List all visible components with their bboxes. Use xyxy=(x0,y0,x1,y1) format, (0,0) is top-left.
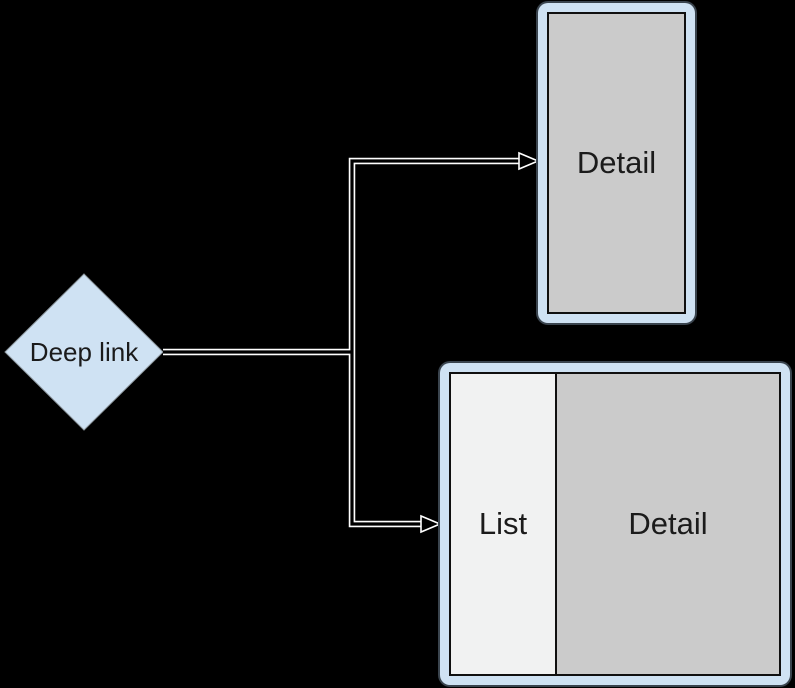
list-detail-window-surface: List Detail xyxy=(449,372,781,676)
list-detail-window: List Detail xyxy=(440,363,790,685)
detail-window: Detail xyxy=(538,3,695,323)
arrowhead-to-detail-icon xyxy=(518,151,541,171)
connector-to-detail-core xyxy=(350,159,521,352)
detail-window-surface: Detail xyxy=(547,12,686,314)
deep-link-diamond xyxy=(4,273,164,431)
list-pane-label: List xyxy=(478,505,528,541)
arrowhead-to-list-detail-icon xyxy=(420,514,443,534)
connector-to-list-detail-core xyxy=(350,352,423,526)
detail-pane-label: Detail xyxy=(628,505,708,541)
list-pane: List xyxy=(451,374,557,674)
connector-to-list-detail-casing xyxy=(348,352,423,528)
deep-link-label: Deep link xyxy=(29,336,139,367)
detail-pane: Detail xyxy=(557,374,779,674)
connector-to-detail-casing xyxy=(348,157,521,352)
detail-window-label: Detail xyxy=(576,144,657,180)
